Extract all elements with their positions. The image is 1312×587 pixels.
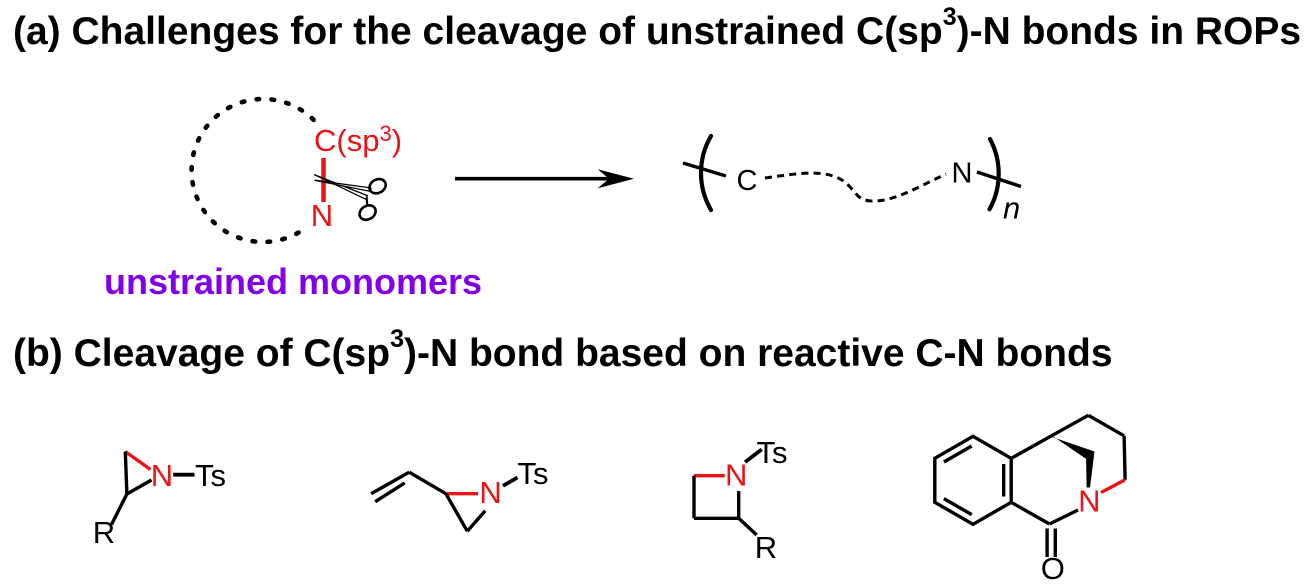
- svg-text:(a) Challenges for the cleavag: (a) Challenges for the cleavage of unstr…: [13, 3, 1301, 53]
- svg-text:Ts: Ts: [195, 458, 226, 493]
- svg-text:R: R: [755, 530, 777, 565]
- svg-text:unstrained monomers: unstrained monomers: [104, 261, 482, 302]
- svg-text:R: R: [93, 515, 115, 550]
- svg-text:Ts: Ts: [757, 435, 788, 470]
- svg-text:N: N: [725, 457, 747, 492]
- svg-text:Ts: Ts: [518, 456, 549, 491]
- svg-text:C: C: [737, 165, 758, 197]
- svg-text:(b) Cleavage of C(sp3)-N bond: (b) Cleavage of C(sp3)-N bond based on r…: [13, 325, 1113, 375]
- svg-text:O: O: [1041, 551, 1065, 586]
- svg-text:N: N: [151, 458, 173, 493]
- svg-text:N: N: [1078, 484, 1100, 519]
- svg-text:n: n: [1003, 191, 1020, 226]
- svg-text:N: N: [952, 158, 973, 190]
- svg-text:N: N: [479, 475, 501, 510]
- svg-text:N: N: [311, 198, 333, 233]
